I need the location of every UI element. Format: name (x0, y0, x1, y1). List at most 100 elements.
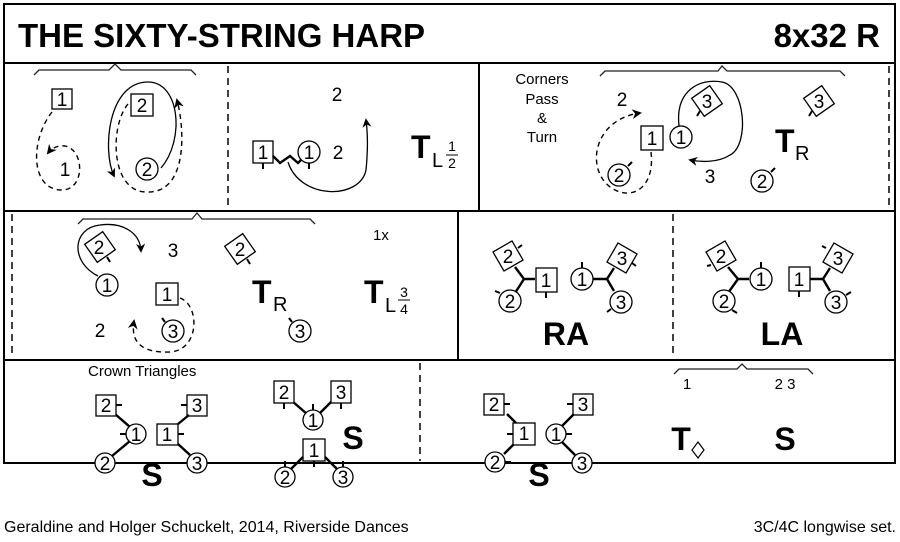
phrase-brace (33, 63, 197, 76)
dancer-label: 2 (505, 292, 516, 313)
dancer-3-woman (609, 290, 633, 314)
dancer-2-man (130, 93, 154, 117)
dancer-label: 3 (814, 92, 825, 113)
progression-label: 1x (373, 227, 389, 244)
path-arrow (127, 297, 195, 353)
dancer-label: 3 (295, 322, 306, 343)
dancer-label: 2 (235, 240, 246, 261)
position-label: 3 (705, 167, 716, 188)
caption-line: Pass (525, 91, 558, 108)
dancer-2-man (223, 232, 257, 266)
turn-hand: L (385, 295, 396, 317)
dancer-label: 2 (100, 454, 111, 475)
path-arrow (77, 223, 146, 277)
dancer-label: 2 (489, 395, 500, 416)
dancer-label: 1 (794, 270, 805, 291)
dancer-2-woman (750, 169, 774, 193)
dancer-label: 1 (756, 270, 767, 291)
dancer-label: 1 (519, 424, 530, 445)
dancer-label: 2 (716, 247, 727, 268)
bar-6: 2 1 2 1 3 3 LA (705, 240, 854, 352)
dancer-label: 3 (577, 454, 588, 475)
dancer-2-woman (712, 289, 736, 313)
dancer-3-woman (161, 319, 185, 343)
figure-symbol: S (774, 421, 795, 457)
position-label: 2 (95, 321, 106, 342)
path-arrow (35, 111, 81, 191)
dancer-label: 3 (192, 454, 203, 475)
grid-frame (3, 3, 896, 464)
turn-hand: R (273, 294, 287, 316)
dancer-3-man (690, 84, 724, 118)
dancer-1-man (51, 88, 73, 110)
dancer-2-man (705, 240, 737, 272)
dancer-label: 2 (101, 396, 112, 417)
dancer-label: 2 (757, 172, 768, 193)
dancer-label: 2 (280, 468, 291, 489)
turn-symbol: T (775, 123, 795, 159)
dancer-2-man (83, 230, 117, 264)
dancer-label: 1 (541, 271, 552, 292)
dancer-3-woman (824, 290, 848, 314)
dancer-2-man (492, 240, 524, 272)
dancer-1-woman (669, 125, 693, 149)
dancer-label: 2 (137, 96, 148, 117)
dancer-3-man (802, 84, 836, 118)
dancer-label: 3 (617, 249, 628, 270)
dancer-label: 3 (338, 468, 349, 489)
caption-line: Corners (515, 71, 568, 88)
fraction-den: 4 (400, 301, 408, 317)
turn-symbol: T (364, 274, 384, 310)
dancer-3-man (822, 242, 854, 274)
dancer-label: 1 (57, 90, 68, 111)
dancer-label: 3 (192, 396, 203, 417)
position-label: 2 (332, 85, 343, 106)
dancer-label: 1 (131, 425, 142, 446)
dancer-label: 1 (551, 425, 562, 446)
turn-hand: R (795, 143, 809, 165)
dancer-label: 2 (279, 383, 290, 404)
turn-symbol: T (671, 421, 691, 457)
dancer-label: 1 (162, 425, 173, 446)
dancer-3-man (606, 242, 638, 274)
position-label: 3 (168, 241, 179, 262)
dancer-label: 3 (168, 322, 179, 343)
credits: Geraldine and Holger Schuckelt, 2014, Ri… (4, 519, 409, 536)
bar-3: Corners Pass & Turn 2 1 1 3 3 2 3 T R 2 (515, 65, 846, 194)
dance-title: THE SIXTY-STRING HARP (18, 17, 425, 54)
dancer-label: 2 (94, 238, 105, 259)
dancer-label: 1 (60, 160, 71, 181)
fraction-den: 2 (448, 155, 456, 171)
dancer-label: 1 (309, 441, 320, 462)
figure-symbol: S (528, 457, 549, 493)
path-arrow (595, 109, 653, 194)
figure-symbol: RA (543, 316, 589, 352)
dancer-label: 2 (719, 292, 730, 313)
dancer-label: 3 (336, 383, 347, 404)
position-label: 2 (617, 90, 628, 111)
fraction-num: 3 (400, 284, 408, 300)
dancer-2-woman (498, 289, 522, 313)
dancer-label: 3 (702, 92, 713, 113)
phrase-brace (77, 211, 316, 225)
dancer-label: 1 (304, 143, 315, 164)
dancer-1-man (155, 282, 179, 306)
phrase-brace (673, 363, 814, 375)
turn-symbol: T (411, 129, 431, 165)
path-arrow (287, 118, 372, 193)
dancer-label: 2 (490, 453, 501, 474)
dancer-label: 2 (503, 247, 514, 268)
dancer-label: 1 (102, 276, 113, 297)
dancer-label: 1 (258, 143, 269, 164)
caption-line: Turn (527, 129, 557, 146)
turn-symbol: T (252, 274, 272, 310)
bar-5: 2 1 2 1 3 3 RA (492, 240, 638, 352)
figure-symbol: S (342, 420, 363, 456)
bar-4: 2 3 2 1x 1 1 3 2 T R 3 T L 3 4 (77, 211, 410, 353)
dancer-3-woman (288, 319, 312, 343)
position-label: 2 3 (775, 376, 796, 393)
figure-symbol: LA (761, 316, 804, 352)
dancer-label: 3 (831, 293, 842, 314)
dancer-label: 1 (577, 270, 588, 291)
